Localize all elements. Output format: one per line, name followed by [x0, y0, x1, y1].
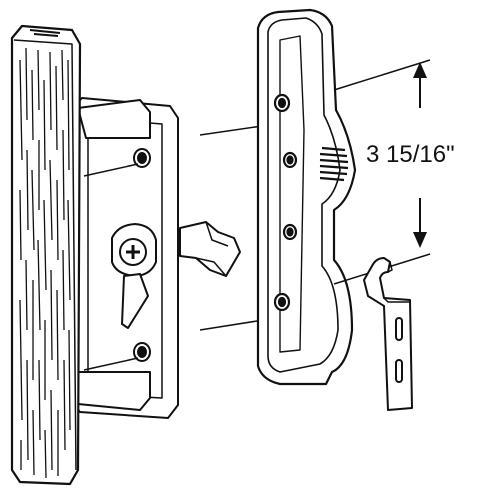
assembled-handle	[69, 97, 241, 419]
keeper-clip	[363, 257, 413, 411]
dimension-label: 3 15/16"	[366, 141, 455, 168]
wood-grain-pull	[10, 24, 82, 486]
inside-pull	[256, 8, 357, 386]
